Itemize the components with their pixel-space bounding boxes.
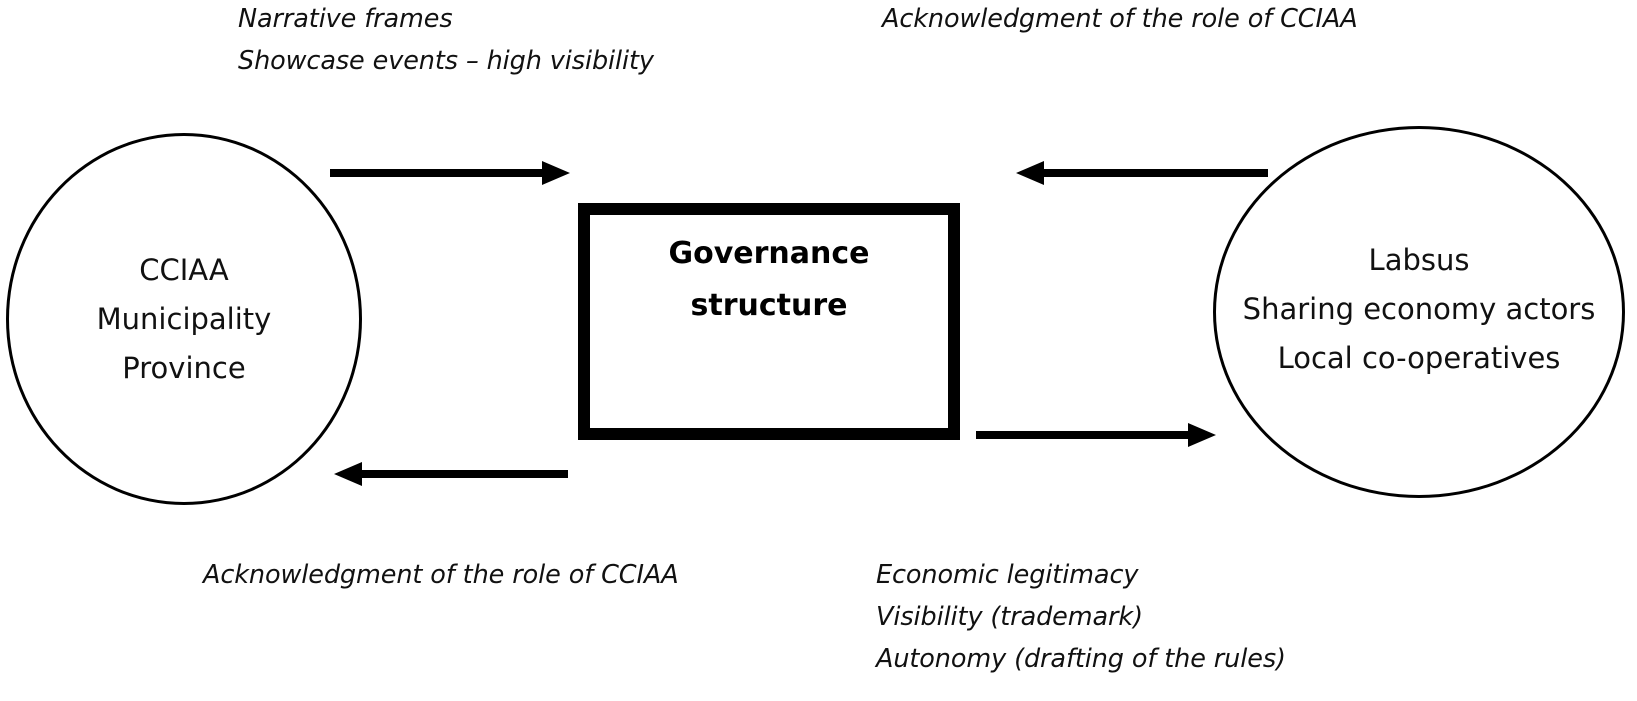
node-center-line-2: structure xyxy=(690,288,848,323)
label-top-left-line2: Showcase events – high visibility xyxy=(238,46,654,76)
label-top-right: Acknowledgment of the role of CCIAA xyxy=(882,0,1358,40)
arrow-center-to-right-shape xyxy=(976,423,1216,447)
arrow-center-to-right xyxy=(976,423,1216,447)
label-top-left: Narrative frames Showcase events – high … xyxy=(238,0,654,82)
node-left-line-3: Province xyxy=(122,351,246,385)
arrow-center-to-left xyxy=(334,462,568,486)
node-center-box[interactable] xyxy=(578,203,960,440)
label-bottom-right: Economic legitimacy Visibility (trademar… xyxy=(876,554,1286,680)
node-left-line-1: CCIAA xyxy=(139,253,229,287)
label-bottom-right-line3: Autonomy (drafting of the rules) xyxy=(876,644,1286,674)
label-top-right-line1: Acknowledgment of the role of CCIAA xyxy=(882,4,1358,34)
label-top-left-line1: Narrative frames xyxy=(238,4,453,34)
arrow-center-to-left-shape xyxy=(334,462,568,486)
arrow-left-to-center xyxy=(330,161,570,185)
node-left-circle[interactable] xyxy=(6,133,362,505)
node-center-line-1: Governance xyxy=(668,236,870,271)
node-right-line-3: Local co-operatives xyxy=(1277,341,1561,375)
label-bottom-right-line1: Economic legitimacy xyxy=(876,560,1139,590)
label-bottom-left-line1: Acknowledgment of the role of CCIAA xyxy=(203,560,679,590)
node-right-line-2: Sharing economy actors xyxy=(1242,292,1596,326)
node-right-circle-text: Labsus Sharing economy actors Local co-o… xyxy=(1193,236,1637,383)
node-right-circle[interactable] xyxy=(1213,126,1625,498)
node-center-box-text: Governance structure xyxy=(578,228,960,332)
node-left-line-2: Municipality xyxy=(96,302,272,336)
arrow-right-to-center xyxy=(1016,161,1268,185)
arrow-right-to-center-shape xyxy=(1016,161,1268,185)
label-bottom-left: Acknowledgment of the role of CCIAA xyxy=(203,554,679,596)
arrow-left-to-center-shape xyxy=(330,161,570,185)
node-left-circle-text: CCIAA Municipality Province xyxy=(6,246,362,393)
label-bottom-right-line2: Visibility (trademark) xyxy=(876,602,1143,632)
node-right-line-1: Labsus xyxy=(1368,243,1470,277)
